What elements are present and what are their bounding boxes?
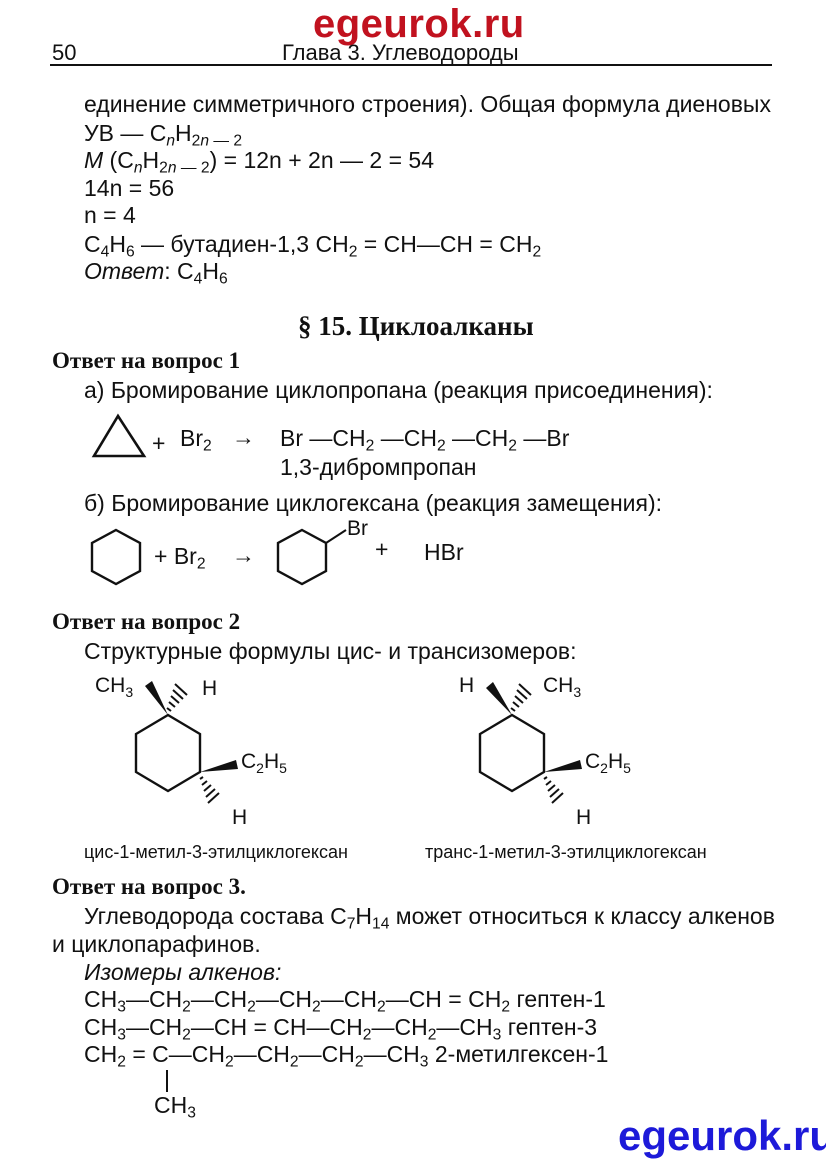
q1-a-product: Br —CH2 —CH2 —CH2 —Br bbox=[280, 425, 570, 455]
bromine-label: Br bbox=[347, 520, 368, 540]
q1-a-arrow: → bbox=[232, 424, 255, 450]
trans-h-top-label: H bbox=[459, 674, 474, 697]
branch-bond bbox=[166, 1070, 168, 1092]
trans-h-bottom-label: H bbox=[576, 806, 591, 829]
isomer-heptene-1: CH3—CH2—CH2—CH2—CH2—CH = CH2 гептен-1 bbox=[84, 986, 606, 1016]
q3-heading: Ответ на вопрос 3. bbox=[52, 874, 246, 899]
cis-h-top-label: H bbox=[202, 677, 217, 700]
isomer-heptene-3: CH3—CH2—CH = CH—CH2—CH2—CH3 гептен-3 bbox=[84, 1014, 598, 1044]
q1-b-arrow: → bbox=[232, 542, 255, 568]
q1-a-product-name: 1,3-дибромпропан bbox=[280, 454, 477, 480]
methyl-branch: CH3 bbox=[154, 1092, 196, 1122]
q2-heading: Ответ на вопрос 2 bbox=[52, 609, 241, 634]
cyclopropane-structure bbox=[91, 413, 147, 458]
trans-caption: транс-1-метил-3-этилциклогексан bbox=[425, 842, 707, 862]
chapter-title: Глава 3. Углеводороды bbox=[282, 40, 519, 65]
isomer-methylhexene: CH2 = C—CH2—CH2—CH2—CH3 2-метилгексен-1 bbox=[84, 1041, 609, 1071]
q2-text: Структурные формулы цис- и трансизомеров… bbox=[84, 638, 577, 664]
q1-a-br2: Br2 bbox=[180, 425, 212, 455]
intro-line-1: единение симметричного строения). Общая … bbox=[84, 91, 771, 117]
section-title: § 15. Циклоалканы bbox=[298, 311, 534, 341]
cis-h-bottom-label: H bbox=[232, 806, 247, 829]
trans-isomer-structure: H CH3 C2H5 H bbox=[459, 674, 631, 829]
q1-heading: Ответ на вопрос 1 bbox=[52, 348, 241, 373]
q1-b-plus: + bbox=[375, 536, 389, 562]
q1-b-text: б) Бромирование циклогексана (реакция за… bbox=[84, 490, 663, 516]
svg-text:CH3: CH3 bbox=[95, 674, 133, 700]
page-number: 50 bbox=[52, 40, 77, 65]
intro-line-6: C4H6 — бутадиен-1,3 CH2 = CH—CH = CH2 bbox=[84, 231, 542, 261]
q1-a-text: а) Бромирование циклопропана (реакция пр… bbox=[84, 377, 713, 403]
watermark-bottom: egeurok.ru bbox=[618, 1112, 826, 1159]
intro-line-5: n = 4 bbox=[84, 202, 136, 228]
svg-text:C2H5: C2H5 bbox=[585, 750, 631, 776]
q1-b-hbr: HBr bbox=[424, 539, 464, 565]
cis-isomer-structure: CH3 H C2H5 H bbox=[95, 674, 287, 829]
svg-text:C2H5: C2H5 bbox=[241, 750, 287, 776]
watermark-top: egeurok.ru bbox=[313, 2, 525, 46]
q1-a-plus: + bbox=[152, 430, 166, 456]
intro-line-2: УВ — СnH2n — 2 bbox=[84, 120, 243, 150]
intro-answer: Ответ: C4H6 bbox=[84, 258, 228, 288]
svg-text:CH3: CH3 bbox=[543, 674, 581, 700]
q1-b-plus-br2: + Br2 bbox=[154, 543, 206, 573]
q3-isomers-label: Изомеры алкенов: bbox=[84, 959, 282, 985]
intro-line-4: 14n = 56 bbox=[84, 175, 175, 201]
header-rule bbox=[50, 64, 772, 66]
cis-caption: цис-1-метил-3-этилциклогексан bbox=[84, 842, 348, 862]
bromocyclohexane-structure: Br bbox=[276, 520, 368, 586]
cyclohexane-structure bbox=[90, 528, 142, 586]
intro-line-3: M (CnH2n — 2) = 12n + 2n — 2 = 54 bbox=[84, 147, 434, 177]
q3-text-2: и циклопарафинов. bbox=[52, 931, 261, 957]
q3-text-1: Углеводорода состава C7H14 может относит… bbox=[84, 903, 775, 933]
